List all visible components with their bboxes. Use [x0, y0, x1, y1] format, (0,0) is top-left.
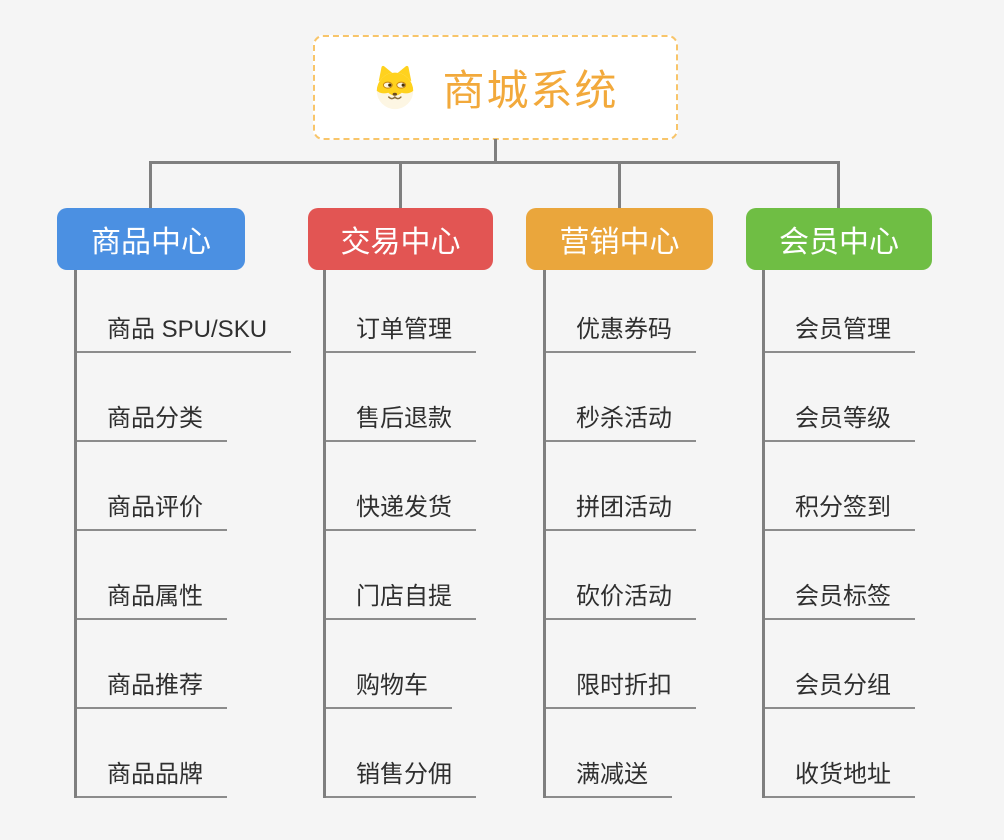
root-title: 商城系统: [442, 67, 619, 114]
leaf-node[interactable]: 商品属性: [74, 576, 227, 620]
connector-drop-marketing: [618, 161, 621, 208]
branch-children-trade: 订单管理 售后退款 快递发货 门店自提 购物车 销售分佣: [323, 270, 476, 798]
leaf-node[interactable]: 售后退款: [323, 398, 476, 442]
leaf-node[interactable]: 商品分类: [74, 398, 227, 442]
branch-label: 营销中心: [559, 226, 680, 259]
leaf-node[interactable]: 门店自提: [323, 576, 476, 620]
branch-node-member[interactable]: 会员中心: [746, 208, 932, 270]
branch-label: 交易中心: [340, 226, 461, 259]
leaf-node[interactable]: 收货地址: [762, 754, 915, 798]
connector-drop-trade: [399, 161, 402, 208]
leaf-node[interactable]: 会员等级: [762, 398, 915, 442]
branch-label: 商品中心: [91, 226, 211, 259]
leaf-node[interactable]: 限时折扣: [543, 665, 696, 709]
root-node[interactable]: 商城系统: [313, 35, 678, 140]
branch-node-marketing[interactable]: 营销中心: [526, 208, 713, 270]
branch-label: 会员中心: [779, 226, 899, 259]
connector-drop-member: [837, 161, 840, 208]
leaf-node[interactable]: 满减送: [543, 754, 672, 798]
branch-children-product: 商品 SPU/SKU 商品分类 商品评价 商品属性 商品推荐 商品品牌: [74, 270, 292, 798]
branch-children-marketing: 优惠券码 秒杀活动 拼团活动 砍价活动 限时折扣 满减送: [543, 270, 696, 798]
leaf-node[interactable]: 订单管理: [323, 309, 476, 353]
leaf-node[interactable]: 商品评价: [74, 487, 227, 531]
branch-node-product[interactable]: 商品中心: [57, 208, 245, 270]
branch-children-member: 会员管理 会员等级 积分签到 会员标签 会员分组 收货地址: [762, 270, 915, 798]
leaf-node[interactable]: 销售分佣: [323, 754, 476, 798]
leaf-node[interactable]: 拼团活动: [543, 487, 696, 531]
leaf-node[interactable]: 秒杀活动: [543, 398, 696, 442]
leaf-node[interactable]: 商品推荐: [74, 665, 227, 709]
leaf-node[interactable]: 购物车: [323, 665, 452, 709]
connector-root-trunk: [494, 139, 497, 164]
leaf-node[interactable]: 积分签到: [762, 487, 915, 531]
branch-node-trade[interactable]: 交易中心: [308, 208, 493, 270]
leaf-node[interactable]: 会员管理: [762, 309, 915, 353]
leaf-node[interactable]: 快递发货: [323, 487, 476, 531]
dog-face-icon: [372, 65, 418, 111]
leaf-node[interactable]: 砍价活动: [543, 576, 696, 620]
leaf-node[interactable]: 商品品牌: [74, 754, 227, 798]
connector-horizontal-bus: [149, 161, 839, 164]
leaf-node[interactable]: 会员分组: [762, 665, 915, 709]
connector-drop-product: [149, 161, 152, 208]
leaf-node[interactable]: 会员标签: [762, 576, 915, 620]
leaf-node[interactable]: 商品 SPU/SKU: [74, 309, 292, 353]
leaf-node[interactable]: 优惠券码: [543, 309, 696, 353]
